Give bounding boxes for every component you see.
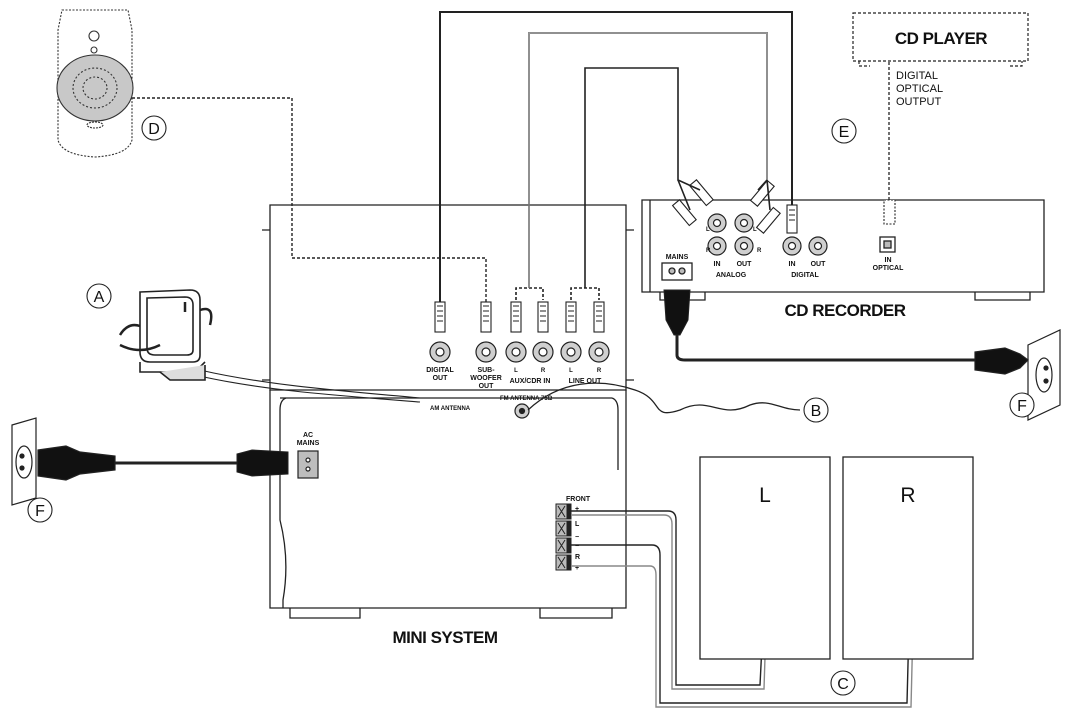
am-loop-antenna — [118, 289, 213, 381]
plug-l2-label: L — [753, 227, 757, 233]
marker-c: C — [837, 676, 849, 693]
terminal-minus-2: − — [575, 543, 579, 550]
plug-r2-label: R — [757, 248, 762, 254]
marker-e: E — [839, 124, 850, 141]
terminal-l: L — [575, 521, 580, 528]
cd-player-output-1: DIGITAL — [896, 70, 938, 82]
wall-socket-left — [11, 417, 116, 506]
digital-label: DIGITAL — [791, 272, 819, 279]
subwoofer-label: SUB- — [477, 367, 495, 374]
marker-f1: F — [35, 503, 45, 520]
marker-d: D — [148, 121, 160, 138]
subwoofer-label-3: OUT — [479, 383, 495, 390]
ac-mains-label-1: AC — [303, 432, 313, 439]
markers — [27, 115, 1035, 696]
marker-d-circle — [141, 115, 167, 141]
marker-a-circle — [86, 283, 112, 309]
optical-label: OPTICAL — [873, 265, 904, 272]
mini-system — [262, 204, 634, 619]
ac-mains-socket — [297, 450, 319, 479]
digital-in-label: IN — [789, 261, 796, 268]
recorder-mains-plug — [663, 289, 691, 336]
optical-in-label: IN — [885, 257, 892, 264]
front-label: FRONT — [566, 496, 591, 503]
cd-player-output-3: OUTPUT — [896, 96, 942, 108]
mini-plugs — [434, 301, 605, 333]
wall-socket-right — [974, 329, 1061, 421]
marker-a: A — [94, 289, 105, 306]
marker-b: B — [811, 403, 822, 420]
recorder-plugs — [671, 179, 896, 234]
speaker-right-label: R — [900, 484, 915, 507]
cd-recorder — [641, 199, 1045, 301]
mini-sockets — [297, 341, 610, 479]
terminal-plus-1: + — [575, 506, 579, 513]
fm-antenna-label: FM ANTENNA 75Ω — [500, 396, 553, 402]
digital-out-label-recorder: OUT — [811, 261, 827, 268]
subwoofer — [56, 9, 134, 158]
line-r-label: R — [597, 368, 602, 374]
recorder-mains-socket — [661, 262, 693, 281]
plug-r-label: R — [706, 248, 711, 254]
cd-player — [852, 12, 1029, 67]
cables — [115, 11, 975, 465]
plug-l-label: L — [706, 227, 710, 233]
cd-player-output-2: OPTICAL — [896, 83, 943, 95]
mini-system-label: MINI SYSTEM — [392, 628, 497, 647]
line-l-label: L — [569, 368, 573, 374]
digital-out-label-2: OUT — [433, 375, 449, 382]
line-out-label: LINE OUT — [569, 378, 602, 385]
ac-plug — [236, 449, 289, 477]
recorder-mains-label: MAINS — [666, 254, 689, 261]
aux-cdr-in-label: AUX/CDR IN — [510, 378, 551, 385]
terminal-minus-1: − — [575, 534, 579, 541]
analog-in-label: IN — [714, 261, 721, 268]
ac-mains-label-2: MAINS — [297, 440, 320, 447]
analog-label: ANALOG — [716, 272, 747, 279]
aux-l-label: L — [514, 368, 518, 374]
recorder-sockets — [707, 213, 828, 256]
speaker-terminals — [555, 503, 572, 571]
cd-recorder-label: CD RECORDER — [784, 301, 905, 320]
subwoofer-label-2: WOOFER — [470, 375, 502, 382]
marker-f2: F — [1017, 398, 1027, 415]
aux-r-label: R — [541, 368, 546, 374]
terminal-r: R — [575, 554, 580, 561]
speakers — [699, 456, 974, 660]
marker-f1-circle — [27, 497, 53, 523]
speaker-wires — [571, 510, 914, 708]
marker-f2-circle — [1009, 392, 1035, 418]
marker-e-circle — [831, 118, 857, 144]
am-antenna-label: AM ANTENNA — [430, 406, 471, 412]
speaker-right — [842, 456, 974, 660]
speaker-left-label: L — [759, 484, 771, 507]
marker-c-circle — [830, 670, 856, 696]
marker-b-circle — [803, 397, 829, 423]
cd-player-label: CD PLAYER — [895, 29, 987, 48]
analog-out-label: OUT — [737, 261, 753, 268]
terminal-plus-2: + — [575, 565, 579, 572]
digital-out-label: DIGITAL — [426, 367, 454, 374]
speaker-left — [699, 456, 831, 660]
